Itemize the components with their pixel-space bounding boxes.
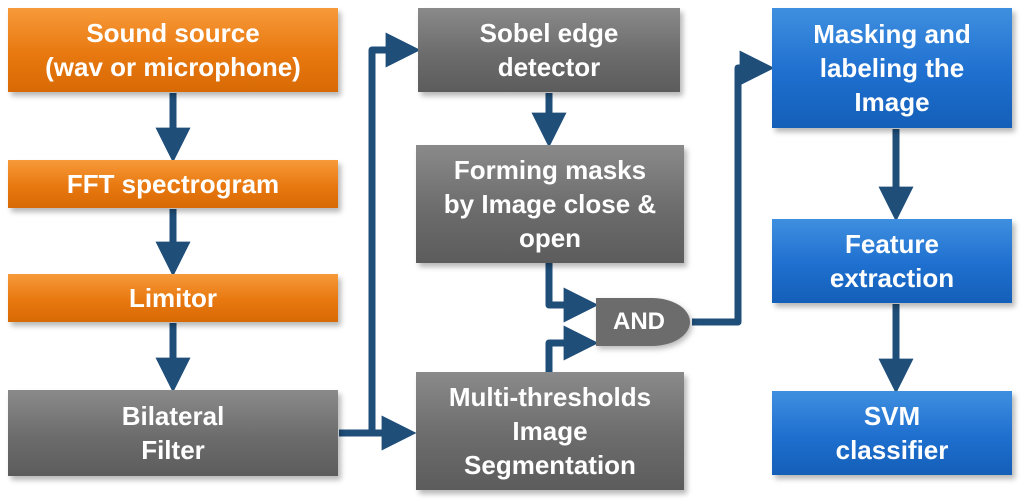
sound-source-box: Sound source (wav or microphone) bbox=[8, 8, 338, 92]
arrow-and-to-masking bbox=[692, 50, 775, 326]
multi-thresholds-segmentation-box: Multi-thresholds Image Segmentation bbox=[416, 372, 684, 490]
and-gate-label: AND bbox=[613, 308, 665, 335]
forming-masks-box: Forming masks by Image close & open bbox=[416, 145, 684, 263]
masking-labeling-box: Masking and labeling the Image bbox=[772, 8, 1012, 128]
arrow-multithreshold-to-and bbox=[545, 325, 599, 372]
limitor-box: Limitor bbox=[8, 274, 338, 322]
fft-spectrogram-box: FFT spectrogram bbox=[8, 160, 338, 208]
and-gate bbox=[596, 298, 690, 346]
arrow-bilateral-to-sobel bbox=[368, 32, 421, 433]
bilateral-filter-box: Bilateral Filter bbox=[8, 390, 338, 476]
feature-extraction-box: Feature extraction bbox=[772, 219, 1012, 303]
arrow-masks-to-and bbox=[545, 263, 599, 323]
svm-classifier-box: SVM classifier bbox=[772, 391, 1012, 475]
sobel-edge-detector-box: Sobel edge detector bbox=[418, 8, 680, 92]
